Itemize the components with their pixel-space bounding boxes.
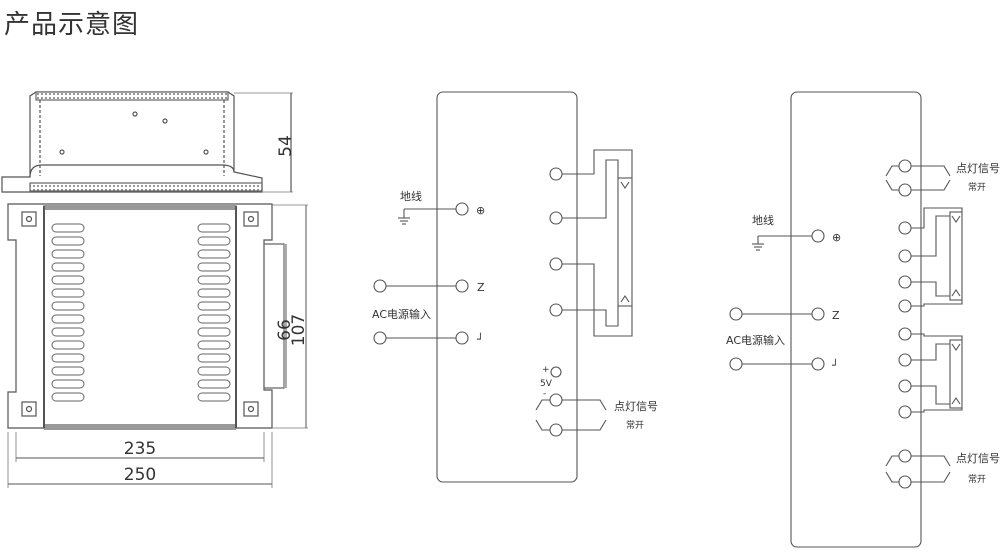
center-normally-open: 常开	[626, 419, 644, 431]
vent-slot	[51, 379, 85, 389]
right-terminal-n: Z	[832, 309, 840, 322]
top-view-dims	[7, 204, 308, 488]
right-signal-label-top: 点灯信号	[956, 162, 1000, 175]
vent-slot	[51, 392, 85, 402]
vent-slot	[197, 223, 231, 233]
center-signal-label: 点灯信号	[614, 400, 658, 413]
dim-inner-width: 235	[124, 439, 156, 459]
center-ac-input-label: AC电源输入	[372, 307, 431, 321]
center-5v-label: 5V	[540, 379, 553, 389]
vent-slot	[51, 223, 85, 233]
vent-slot	[51, 353, 85, 363]
vent-slot	[197, 366, 231, 376]
vent-slot	[51, 249, 85, 259]
dim-height-side: 54	[276, 135, 296, 157]
vent-slot	[197, 340, 231, 350]
ventilation-slots	[51, 223, 231, 402]
vent-slot	[51, 236, 85, 246]
vent-slot	[51, 314, 85, 324]
vent-slot	[51, 275, 85, 285]
vent-slot	[197, 314, 231, 324]
vent-slot	[197, 392, 231, 402]
vent-slot	[197, 353, 231, 363]
vent-slot	[197, 262, 231, 272]
vent-slot	[51, 340, 85, 350]
center-minus: -	[543, 389, 546, 399]
vent-slot	[197, 379, 231, 389]
center-ground-label: 地线	[400, 189, 422, 203]
wiring-diagram-right	[729, 91, 963, 548]
vent-slot	[197, 288, 231, 298]
vent-slot	[51, 288, 85, 298]
vent-slot	[51, 327, 85, 337]
vent-slot	[197, 236, 231, 246]
right-signal-label-bottom: 点灯信号	[956, 452, 1000, 465]
vent-slot	[197, 249, 231, 259]
right-normally-open-top: 常开	[968, 181, 986, 193]
vent-slot	[51, 262, 85, 272]
vent-slot	[197, 301, 231, 311]
vent-slot	[51, 301, 85, 311]
side-view	[1, 91, 293, 193]
center-ground-symbol: ⊕	[476, 204, 485, 217]
center-terminal-l: ┘	[477, 332, 484, 346]
right-normally-open-bottom: 常开	[968, 473, 986, 485]
dim-outer-height: 107	[289, 314, 309, 346]
wiring-diagram-center	[373, 91, 633, 483]
center-plus-5v: +	[542, 365, 550, 375]
top-view	[7, 203, 285, 430]
right-ac-input-label: AC电源输入	[726, 333, 785, 347]
dim-inner-height: 66	[275, 319, 295, 341]
page-title: 产品示意图	[4, 10, 140, 40]
right-ground-label: 地线	[752, 213, 774, 227]
center-terminal-n: Z	[477, 281, 485, 294]
vent-slot	[197, 275, 231, 285]
right-terminal-l: ┘	[832, 358, 839, 372]
right-ground-symbol: ⊕	[832, 231, 841, 244]
vent-slot	[197, 327, 231, 337]
dim-outer-width: 250	[124, 465, 156, 485]
vent-slot	[51, 366, 85, 376]
